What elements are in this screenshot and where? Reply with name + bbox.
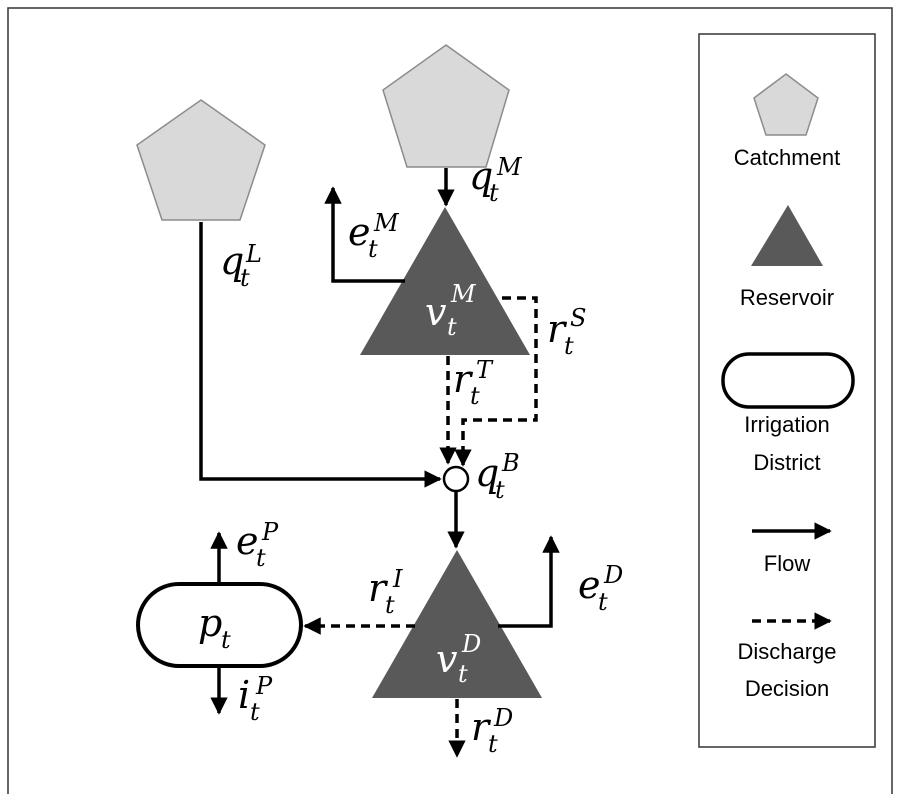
legend-flow-label: Flow <box>764 551 811 576</box>
label-rS: r t S <box>547 304 586 360</box>
label-qB: q t B <box>475 449 520 504</box>
svg-text:p: p <box>198 601 222 645</box>
svg-text:t: t <box>495 476 505 504</box>
label-qL: q t L <box>220 239 262 292</box>
svg-text:r: r <box>368 566 389 610</box>
label-iP: i t P <box>238 672 273 726</box>
svg-text:t: t <box>250 698 260 726</box>
legend-catchment-label: Catchment <box>734 145 840 170</box>
reservoir-d-triangle-icon <box>372 550 542 698</box>
svg-text:t: t <box>256 544 266 572</box>
legend-box: Catchment Reservoir Irrigation District … <box>698 33 876 748</box>
svg-text:t: t <box>470 382 480 410</box>
label-vM: v t M <box>425 280 477 341</box>
legend-reservoir-triangle-icon <box>751 205 823 266</box>
label-eD: e t D <box>578 561 623 616</box>
outer-frame <box>7 7 893 794</box>
label-eP: e t P <box>236 518 279 572</box>
legend-reservoir-label: Reservoir <box>740 285 834 310</box>
label-pt: p t <box>198 601 231 654</box>
svg-text:t: t <box>458 660 468 688</box>
flow-eD-arrow <box>498 535 560 628</box>
svg-text:q: q <box>475 451 499 495</box>
flow-eM-arrow <box>324 186 405 283</box>
svg-text:D: D <box>493 704 513 732</box>
svg-text:M: M <box>496 153 523 181</box>
reservoir-m-triangle-icon <box>360 207 530 355</box>
svg-text:e: e <box>348 210 371 254</box>
svg-text:t: t <box>385 591 395 619</box>
legend-district-rounded-rect-icon <box>721 352 855 409</box>
legend-district-label-line1: Irrigation <box>744 412 830 437</box>
label-vD: v t D <box>436 630 481 688</box>
svg-text:P: P <box>255 672 273 700</box>
svg-text:v: v <box>436 637 458 681</box>
svg-text:v: v <box>425 290 447 334</box>
svg-text:P: P <box>261 518 279 546</box>
svg-text:T: T <box>476 356 494 384</box>
svg-text:r: r <box>453 357 474 401</box>
svg-text:e: e <box>578 563 601 607</box>
svg-text:L: L <box>245 240 262 268</box>
svg-text:t: t <box>598 588 608 616</box>
legend-catchment-pentagon-icon <box>753 73 819 136</box>
svg-text:t: t <box>240 264 250 292</box>
label-rD: r t D <box>471 704 513 758</box>
svg-text:t: t <box>447 313 457 341</box>
svg-text:r: r <box>471 705 492 749</box>
svg-text:t: t <box>489 179 499 207</box>
label-rT: r t T <box>453 356 494 410</box>
svg-text:D: D <box>603 561 623 589</box>
flow-qL-arrow <box>199 222 442 488</box>
svg-text:S: S <box>570 304 586 332</box>
svg-text:M: M <box>373 209 400 237</box>
label-rI: r t I <box>368 565 403 619</box>
svg-text:q: q <box>469 154 493 198</box>
junction-b-circle-icon <box>442 465 470 493</box>
svg-text:r: r <box>547 307 568 351</box>
svg-text:e: e <box>236 519 259 563</box>
legend-discharge-label-line1: Discharge <box>737 639 836 664</box>
catchment-l-pentagon-icon <box>136 99 266 221</box>
svg-text:t: t <box>488 730 498 758</box>
svg-text:D: D <box>461 630 481 658</box>
svg-text:B: B <box>501 449 520 477</box>
svg-text:q: q <box>220 239 244 283</box>
svg-text:M: M <box>450 280 477 308</box>
label-qM: q t M <box>469 153 523 207</box>
svg-text:t: t <box>564 332 574 360</box>
svg-text:I: I <box>392 565 403 593</box>
svg-text:t: t <box>221 626 231 654</box>
catchment-m-pentagon-icon <box>382 44 510 168</box>
svg-text:i: i <box>238 673 250 717</box>
svg-text:t: t <box>368 235 378 263</box>
legend-district-label-line2: District <box>753 450 820 475</box>
discharge-rS-arrow <box>454 296 538 467</box>
legend-discharge-label-line2: Decision <box>745 676 829 701</box>
label-eM: e t M <box>348 209 400 263</box>
